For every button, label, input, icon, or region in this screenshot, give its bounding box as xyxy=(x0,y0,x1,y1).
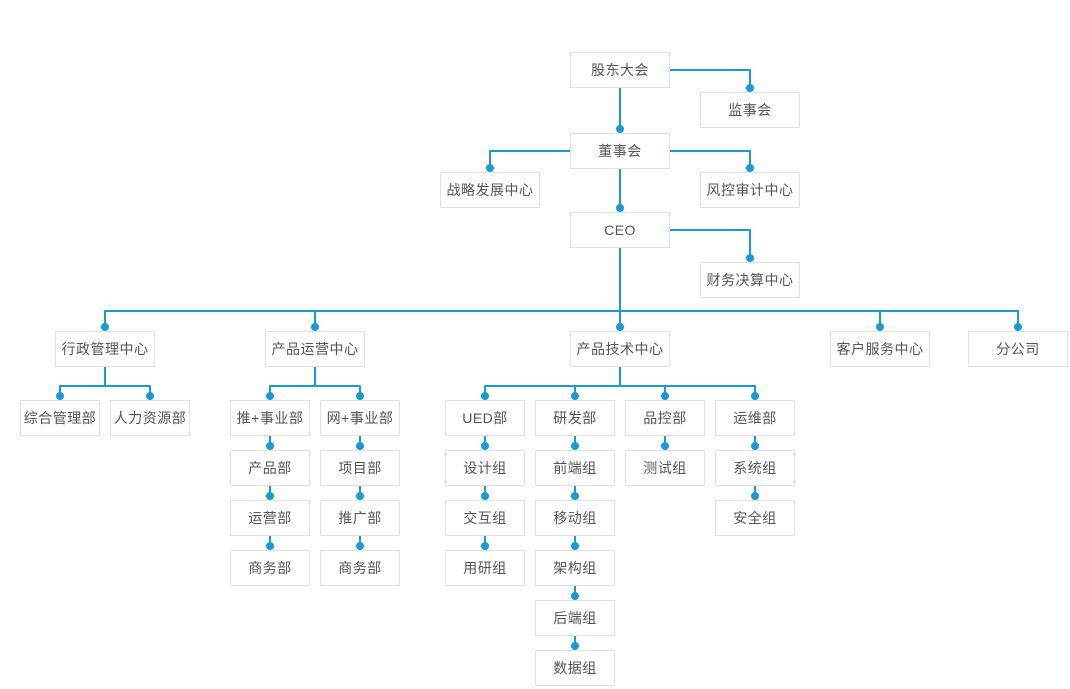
junction-dot xyxy=(1014,323,1022,331)
junction-dot xyxy=(486,164,494,172)
junction-dot xyxy=(571,592,579,600)
junction-dot xyxy=(661,392,669,400)
org-node-frontend-team[interactable]: 前端组 xyxy=(535,450,615,486)
junction-dot xyxy=(746,164,754,172)
connector-line xyxy=(670,229,751,262)
junction-dot xyxy=(266,492,274,500)
junction-dot xyxy=(356,492,364,500)
org-node-data-team[interactable]: 数据组 xyxy=(535,650,615,686)
junction-dot xyxy=(571,542,579,550)
org-node-interaction-team[interactable]: 交互组 xyxy=(445,500,525,536)
junction-dot xyxy=(481,392,489,400)
junction-dot xyxy=(481,542,489,550)
connector-line xyxy=(104,310,1019,331)
junction-dot xyxy=(616,323,624,331)
junction-dot xyxy=(356,442,364,450)
junction-dot xyxy=(266,542,274,550)
org-node-system-team[interactable]: 系统组 xyxy=(715,450,795,486)
junction-dot xyxy=(746,84,754,92)
junction-dot xyxy=(746,254,754,262)
org-node-customer-service-center[interactable]: 客户服务中心 xyxy=(830,331,930,367)
org-node-supervisory-board[interactable]: 监事会 xyxy=(700,92,800,128)
junction-dot xyxy=(481,442,489,450)
org-node-risk-audit-center[interactable]: 风控审计中心 xyxy=(700,172,800,208)
junction-dot xyxy=(751,442,759,450)
junction-dot xyxy=(616,125,624,133)
junction-dot xyxy=(661,442,669,450)
connector-line xyxy=(484,385,756,400)
org-node-finance-center[interactable]: 财务决算中心 xyxy=(700,262,800,298)
org-node-hr-dept[interactable]: 人力资源部 xyxy=(110,400,190,436)
org-node-mobile-team[interactable]: 移动组 xyxy=(535,500,615,536)
connector-line xyxy=(489,150,570,172)
org-node-promotion-dept[interactable]: 推广部 xyxy=(320,500,400,536)
org-node-tui-business-unit[interactable]: 推+事业部 xyxy=(230,400,310,436)
org-node-strategy-dev-center[interactable]: 战略发展中心 xyxy=(440,172,540,208)
junction-dot xyxy=(571,642,579,650)
org-node-shareholders-meeting[interactable]: 股东大会 xyxy=(570,52,670,88)
junction-dot xyxy=(571,492,579,500)
org-node-product-tech-center[interactable]: 产品技术中心 xyxy=(570,331,670,367)
junction-dot xyxy=(101,323,109,331)
junction-dot xyxy=(356,392,364,400)
org-node-user-research-team[interactable]: 用研组 xyxy=(445,550,525,586)
org-node-operation-dept[interactable]: 运营部 xyxy=(230,500,310,536)
connector-line xyxy=(670,69,751,92)
org-node-backend-team[interactable]: 后端组 xyxy=(535,600,615,636)
org-node-rd-dept[interactable]: 研发部 xyxy=(535,400,615,436)
org-node-ops-maint-dept[interactable]: 运维部 xyxy=(715,400,795,436)
connector-line xyxy=(269,385,361,400)
junction-dot xyxy=(876,323,884,331)
junction-dot xyxy=(751,492,759,500)
org-node-product-ops-center[interactable]: 产品运营中心 xyxy=(265,331,365,367)
org-node-ued-dept[interactable]: UED部 xyxy=(445,400,525,436)
junction-dot xyxy=(751,392,759,400)
org-node-business-dept-tui[interactable]: 商务部 xyxy=(230,550,310,586)
org-node-ceo[interactable]: CEO xyxy=(570,212,670,248)
org-node-security-team[interactable]: 安全组 xyxy=(715,500,795,536)
org-node-board-of-directors[interactable]: 董事会 xyxy=(570,133,670,169)
connector-line xyxy=(59,385,151,400)
org-node-wang-business-unit[interactable]: 网+事业部 xyxy=(320,400,400,436)
junction-dot xyxy=(311,323,319,331)
org-node-qc-dept[interactable]: 品控部 xyxy=(625,400,705,436)
junction-dot xyxy=(56,392,64,400)
org-node-branch-company[interactable]: 分公司 xyxy=(968,331,1068,367)
junction-dot xyxy=(571,442,579,450)
org-node-admin-mgmt-center[interactable]: 行政管理中心 xyxy=(55,331,155,367)
junction-dot xyxy=(266,442,274,450)
org-node-architecture-team[interactable]: 架构组 xyxy=(535,550,615,586)
connector-line xyxy=(670,150,751,172)
junction-dot xyxy=(356,542,364,550)
junction-dot xyxy=(616,204,624,212)
org-node-business-dept-wang[interactable]: 商务部 xyxy=(320,550,400,586)
org-node-design-team[interactable]: 设计组 xyxy=(445,450,525,486)
org-node-general-mgmt-dept[interactable]: 综合管理部 xyxy=(20,400,100,436)
junction-dot xyxy=(481,492,489,500)
junction-dot xyxy=(146,392,154,400)
junction-dot xyxy=(571,392,579,400)
org-node-product-dept[interactable]: 产品部 xyxy=(230,450,310,486)
junction-dot xyxy=(266,392,274,400)
org-node-testing-team[interactable]: 测试组 xyxy=(625,450,705,486)
org-node-project-dept[interactable]: 项目部 xyxy=(320,450,400,486)
